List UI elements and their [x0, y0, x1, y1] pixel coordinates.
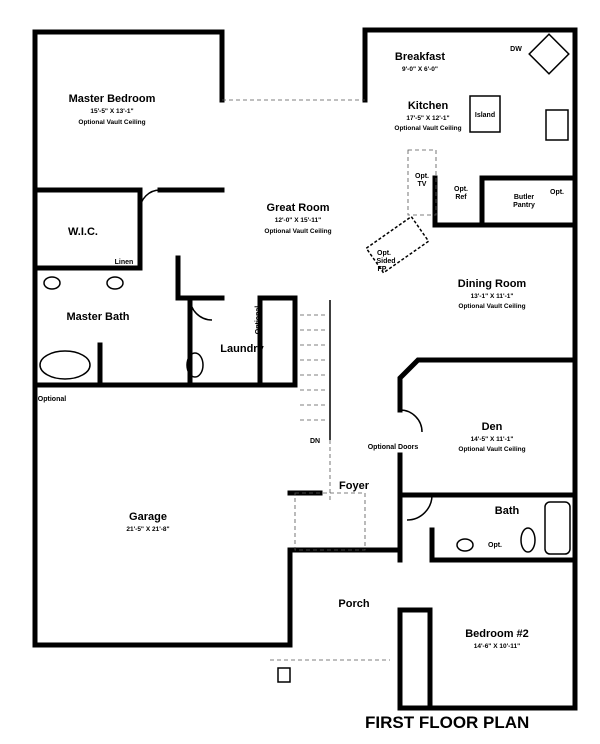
butler-pantry-label: Butler [514, 194, 535, 201]
wic-label: W.I.C. [68, 226, 98, 238]
linen-label: Linen [115, 259, 134, 266]
opt-tv-label-2: TV [418, 181, 427, 188]
opt-tv-label: Opt. [415, 173, 429, 180]
opt-ref-label: Opt. [454, 186, 468, 193]
dishwasher-label: DW [510, 46, 522, 53]
den-label: Den [482, 421, 503, 433]
fireplace-label-3: FP [378, 266, 387, 273]
kitchen-label: Kitchen [408, 100, 449, 112]
master-bedroom-label: Master Bedroom [69, 93, 156, 105]
fireplace-label: Opt. [377, 250, 391, 257]
kitchen-note: Optional Vault Ceiling [394, 125, 461, 132]
dining-room-dims: 13'-1" X 11'-1" [471, 293, 514, 300]
opt-ref-label-2: Ref [455, 194, 467, 201]
fireplace-label-2: Sided [376, 258, 395, 265]
bedroom2-dims: 14'-6" X 10'-11" [474, 643, 520, 650]
dining-room-label: Dining Room [458, 278, 527, 290]
foyer-label: Foyer [339, 480, 370, 492]
breakfast-dims: 9'-0" X 6'-0" [402, 66, 438, 73]
optional-doors-label: Optional Doors [368, 444, 419, 451]
master-bedroom-dims: 15'-5" X 13'-1" [90, 108, 133, 115]
optional-garage-label: Optional [38, 396, 66, 403]
room-labels: Master Bedroom 15'-5" X 13'-1" Optional … [67, 51, 529, 650]
bedroom2-label: Bedroom #2 [465, 628, 529, 640]
plan-title: FIRST FLOOR PLAN [365, 713, 529, 732]
island-label: Island [475, 112, 495, 119]
garage-dims: 21'-5" X 21'-8" [126, 526, 169, 533]
great-room-note: Optional Vault Ceiling [264, 228, 331, 235]
dining-room-note: Optional Vault Ceiling [458, 303, 525, 310]
master-bedroom-note: Optional Vault Ceiling [78, 119, 145, 126]
kitchen-dims: 17'-5" X 12'-1" [406, 115, 449, 122]
optional-laundry-label: Optional [255, 306, 262, 334]
bath-opt-label: Opt. [488, 542, 502, 549]
opt-label: Opt. [550, 189, 564, 196]
stairs-down-label: DN [310, 438, 320, 445]
great-room-dims: 12'-0" X 15'-11" [275, 217, 321, 224]
garage-label: Garage [129, 511, 167, 523]
bath-label: Bath [495, 505, 520, 517]
butler-pantry-label-2: Pantry [513, 202, 535, 209]
den-dims: 14'-5" X 11'-1" [471, 436, 514, 443]
fixture-labels: DW Island Opt. TV Opt. Ref Butler Pantry… [38, 46, 564, 549]
great-room-label: Great Room [267, 202, 330, 214]
porch-label: Porch [338, 598, 369, 610]
master-bath-label: Master Bath [67, 311, 130, 323]
laundry-label: Laundry [220, 343, 264, 355]
den-note: Optional Vault Ceiling [458, 446, 525, 453]
breakfast-label: Breakfast [395, 51, 445, 63]
